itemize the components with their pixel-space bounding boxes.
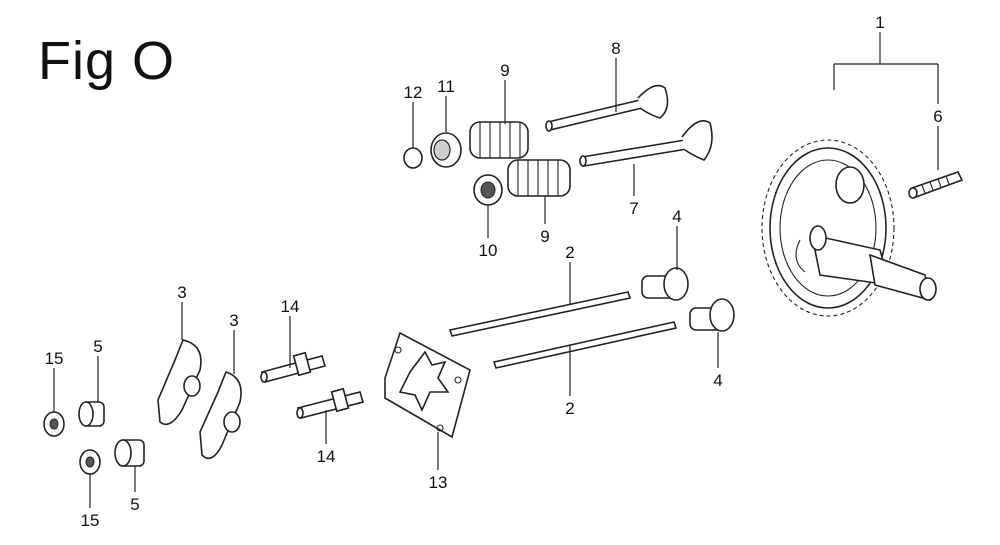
label-part-11: 11	[437, 77, 455, 96]
tappet-lower-part	[689, 298, 735, 332]
spring-retainer-part	[430, 132, 462, 168]
label-part-13: 13	[429, 473, 448, 492]
rocker-arm-right-part	[199, 371, 242, 460]
label-part-6: 6	[933, 107, 942, 126]
label-part-1: 1	[875, 13, 884, 32]
label-part-12: 12	[404, 83, 423, 102]
push-rod-upper-part	[448, 291, 632, 337]
valve-upper-part	[545, 84, 669, 132]
pin-part	[908, 171, 964, 199]
valve-spring-lower-part	[507, 159, 571, 197]
retainer-washer-part	[473, 174, 503, 206]
label-part-7: 7	[629, 199, 638, 218]
valve-lower-part	[579, 120, 713, 167]
pivot-upper-part	[78, 401, 105, 427]
label-part-2-upper: 2	[565, 243, 574, 262]
nut-lower-part	[79, 449, 101, 475]
label-part-4-upper: 4	[672, 207, 681, 226]
part-number-labels: 1 6 8 7 9 9 11 12 10 2 2 4 4 3 3 14 14 1…	[45, 13, 943, 530]
label-part-4-lower: 4	[713, 371, 722, 390]
figure-title: Fig O	[38, 31, 176, 91]
push-rod-lower-part	[492, 321, 678, 369]
camshaft-gear-part	[761, 139, 937, 317]
label-part-15-upper: 15	[45, 349, 64, 368]
label-part-15-lower: 15	[81, 511, 100, 530]
label-part-14-lower: 14	[317, 447, 336, 466]
label-part-8: 8	[611, 39, 620, 58]
label-part-9-upper: 9	[500, 61, 509, 80]
label-part-3-right: 3	[229, 311, 238, 330]
label-part-5-lower: 5	[130, 495, 139, 514]
rocker-stud-lower-part	[296, 387, 365, 419]
leader-lines	[53, 32, 939, 508]
rocker-arm-left-part	[157, 339, 202, 426]
push-rod-guide-plate-part	[384, 331, 471, 439]
label-part-10: 10	[479, 241, 498, 260]
label-part-3-left: 3	[177, 283, 186, 302]
valve-spring-upper-part	[469, 121, 529, 159]
nut-upper-part	[43, 411, 65, 437]
label-part-5-upper: 5	[93, 337, 102, 356]
cotter-part	[403, 147, 423, 169]
rocker-stud-upper-part	[260, 351, 327, 383]
tappet-upper-part	[641, 267, 689, 301]
label-part-2-lower: 2	[565, 399, 574, 418]
label-part-14-upper: 14	[281, 297, 300, 316]
pivot-lower-part	[114, 439, 145, 467]
label-part-9-lower: 9	[540, 227, 549, 246]
